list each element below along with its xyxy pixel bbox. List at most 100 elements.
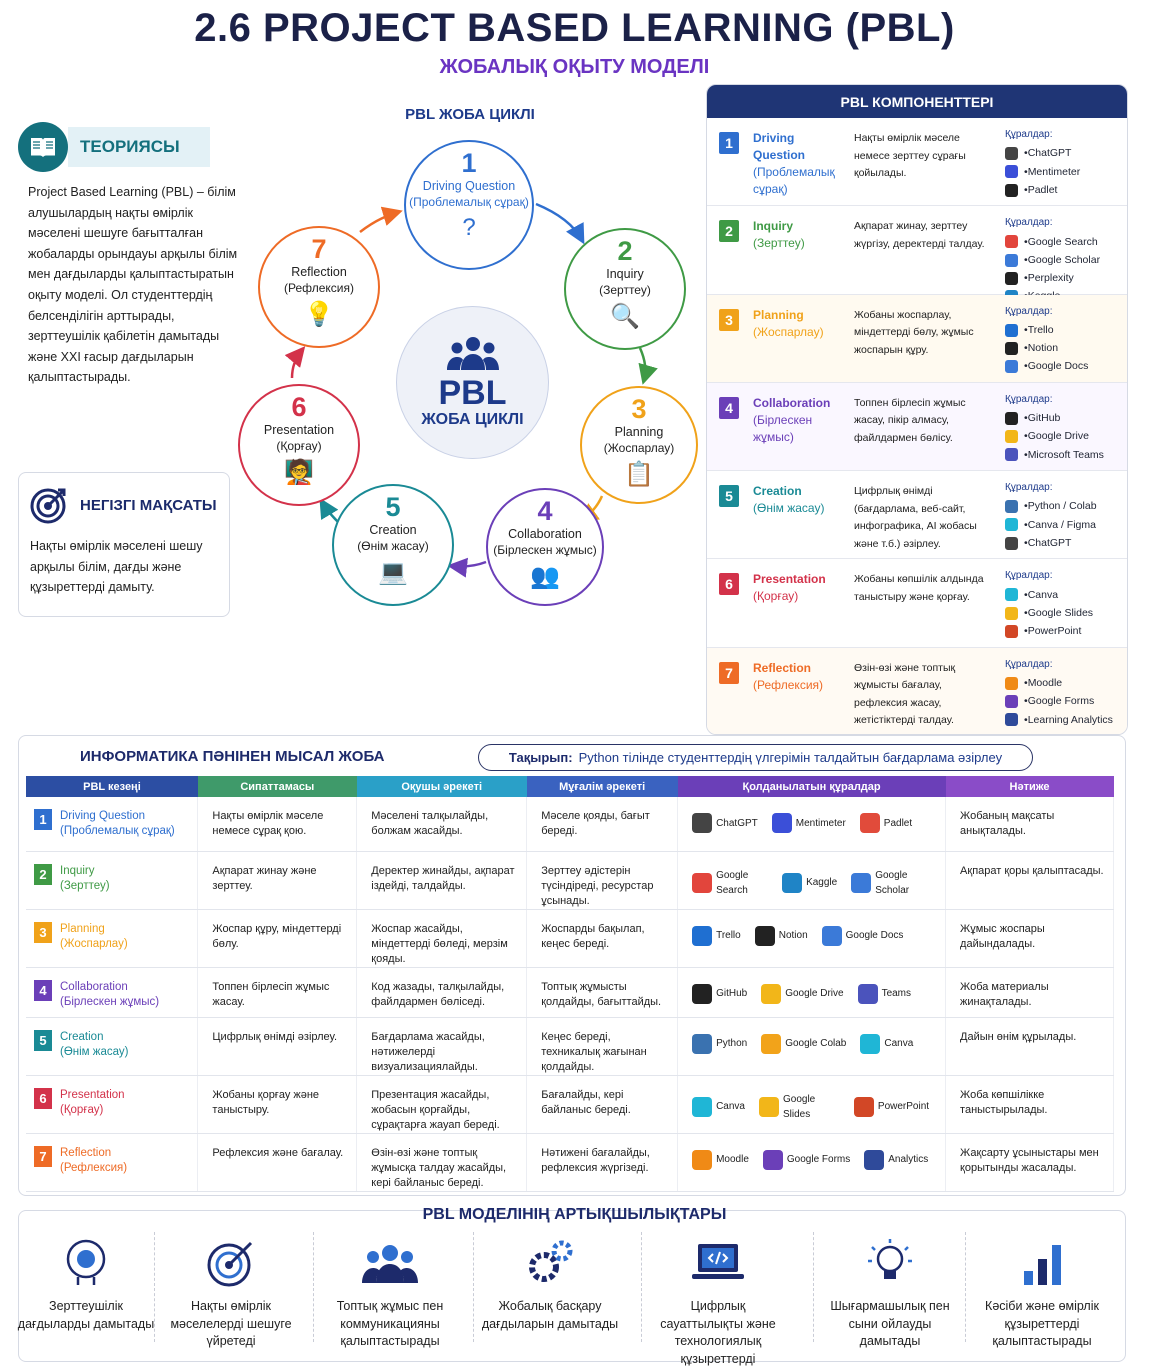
tool-name: Canva bbox=[1027, 588, 1059, 601]
tool-name: Google Slides bbox=[1027, 607, 1094, 620]
components-title: PBL КОМПОНЕНТТЕРІ bbox=[707, 85, 1127, 118]
bar-chart-icon bbox=[972, 1236, 1112, 1290]
stage-title: Inquiry bbox=[60, 864, 95, 877]
table-header: Мұғалім әрекеті bbox=[526, 776, 678, 797]
example-title: ИНФОРМАТИКА ПӘНІНЕН МЫСАЛ ЖОБА bbox=[80, 748, 385, 765]
step-sub: (Өнім жасау) bbox=[357, 539, 429, 553]
tools-label: Құралдар: bbox=[1005, 482, 1053, 494]
tool-name: Google Drive bbox=[1027, 430, 1089, 443]
tool-item: Google Search bbox=[692, 868, 768, 898]
tool-item: Google Slides bbox=[758, 1092, 840, 1122]
tools-label: Құралдар: bbox=[1005, 570, 1053, 582]
tool-name: PowerPoint bbox=[877, 1101, 930, 1112]
learning-analytics-icon bbox=[1005, 713, 1018, 727]
divider bbox=[641, 1232, 642, 1342]
component-desc: Жобаны көпшілік алдында таныстыру және қ… bbox=[854, 573, 984, 603]
result-text: Жоба көпшілікке таныстырылады. bbox=[960, 1088, 1048, 1116]
padlet-icon bbox=[859, 813, 880, 833]
tool-item: Google Scholar bbox=[851, 868, 929, 898]
cycle-title: PBL ЖОБА ЦИКЛІ bbox=[405, 106, 535, 123]
google-search-icon bbox=[1005, 235, 1018, 249]
step-icon: 💻 bbox=[378, 559, 408, 586]
notion-icon bbox=[1005, 341, 1018, 355]
divider bbox=[154, 1232, 155, 1342]
result-cell: Ақпарат қоры қалыптасады. bbox=[945, 851, 1114, 910]
component-number: 6 bbox=[719, 573, 739, 596]
center-pbl: PBL bbox=[438, 374, 507, 412]
google-search-icon bbox=[692, 872, 713, 893]
component-sub: (Қорғау) bbox=[753, 589, 799, 604]
teams-icon bbox=[857, 983, 878, 1004]
tool-name: Perplexity bbox=[1027, 272, 1074, 285]
teacher-text: Мәселе қояды, бағыт береді. bbox=[541, 810, 650, 837]
student-cell: Код жазады, талқылайды, файлдармен бөліс… bbox=[356, 967, 528, 1018]
result-text: Жұмыс жоспары дайындалады. bbox=[960, 922, 1045, 950]
component-name: Creation(Өнім жасау) bbox=[753, 483, 849, 517]
tool-item: Canva bbox=[860, 1033, 913, 1054]
stage-sub: (Жоспарлау) bbox=[60, 937, 128, 950]
result-cell: Жоба көпшілікке таныстырылады. bbox=[945, 1075, 1114, 1134]
tool-name: Canva / Figma bbox=[1027, 518, 1096, 531]
component-title: Driving Question bbox=[753, 131, 806, 162]
github-icon bbox=[1005, 411, 1018, 425]
student-cell: Деректер жинайды, ақпарат іздейді, талда… bbox=[356, 851, 528, 910]
step-number: 1 bbox=[461, 148, 477, 178]
teacher-cell: Бағалайды, кері байланыс береді. bbox=[526, 1075, 679, 1134]
stage-sub: (Проблемалық сұрақ) bbox=[60, 825, 175, 837]
component-title: Creation bbox=[753, 484, 802, 499]
stage-number: 5 bbox=[34, 1029, 52, 1051]
component-tools: Құралдар:• Moodle• Google Forms• Learnin… bbox=[1005, 656, 1125, 729]
student-text: Код жазады, талқылайды, файлдармен бөліс… bbox=[371, 980, 505, 1008]
stage-name: Driving Question (Проблемалық сұрақ) bbox=[60, 809, 175, 839]
tool-item: GitHub bbox=[692, 983, 747, 1004]
tool-name: Notion bbox=[778, 930, 808, 941]
chatgpt-icon bbox=[692, 813, 713, 833]
desc-text: Нақты өмірлік мәселе немесе сұрақ қою. bbox=[212, 810, 324, 837]
tool-name: Python bbox=[716, 1038, 748, 1049]
divider bbox=[473, 1232, 474, 1342]
student-text: Деректер жинайды, ақпарат іздейді, талда… bbox=[371, 864, 515, 892]
step-name: Inquiry bbox=[606, 267, 644, 281]
divider bbox=[965, 1232, 966, 1342]
component-sub: (Зерттеу) bbox=[753, 236, 805, 251]
component-number: 5 bbox=[719, 485, 739, 508]
advantage-text: Нақты өмірлік мәселелерді шешуге үйретед… bbox=[170, 1299, 292, 1348]
tool-item: ChatGPT bbox=[692, 813, 758, 833]
center-sub: ЖОБА ЦИКЛІ bbox=[421, 411, 524, 428]
stage-sub: (Рефлексия) bbox=[60, 1161, 128, 1174]
component-name: Inquiry(Зерттеу) bbox=[753, 218, 849, 252]
advantage-item: Жобалық басқару дағдыларын дамытады bbox=[480, 1236, 620, 1333]
advantage-text: Цифрлық сауаттылықты және технологиялық … bbox=[660, 1299, 776, 1366]
tools-label: Құралдар: bbox=[1005, 129, 1053, 140]
component-sub: (Проблемалық сұрақ) bbox=[753, 165, 835, 196]
google-slides-icon bbox=[758, 1096, 779, 1117]
teacher-text: Кеңес береді, техникалық жағынан қолдайд… bbox=[541, 1030, 647, 1073]
tool-name: ChatGPT bbox=[1027, 147, 1072, 160]
advantage-item: Шығармашылық пен сыни ойлауды дамытады bbox=[820, 1236, 960, 1351]
component-name: Collaboration(Бірлескен жұмыс) bbox=[753, 395, 849, 446]
topic-label: Тақырып: bbox=[508, 750, 573, 765]
stage-name: Reflection(Рефлексия) bbox=[60, 1146, 127, 1176]
component-desc: Нақты өмірлік мәселе немесе зерттеу сұра… bbox=[854, 132, 966, 179]
tool-name: GitHub bbox=[1027, 412, 1061, 425]
topic-pill: Тақырып: Python тілінде студенттердің үл… bbox=[478, 744, 1033, 771]
stage-sub: (Өнім жасау) bbox=[60, 1045, 129, 1058]
tool-item: • Google Drive bbox=[1005, 427, 1125, 445]
component-number: 4 bbox=[719, 396, 739, 419]
desc-text: Жобаны қорғау және таныстыру. bbox=[212, 1088, 320, 1116]
microsoft-teams-icon bbox=[1005, 448, 1018, 462]
teacher-cell: Зерттеу әдістерін түсіндіреді, ресурстар… bbox=[526, 851, 679, 910]
theory-text: Project Based Learning (PBL) – білім алу… bbox=[28, 185, 238, 385]
advantage-item: Топтық жұмыс пен коммуникацияны қалыптас… bbox=[320, 1236, 460, 1351]
stage-title: Driving Question bbox=[60, 810, 146, 822]
